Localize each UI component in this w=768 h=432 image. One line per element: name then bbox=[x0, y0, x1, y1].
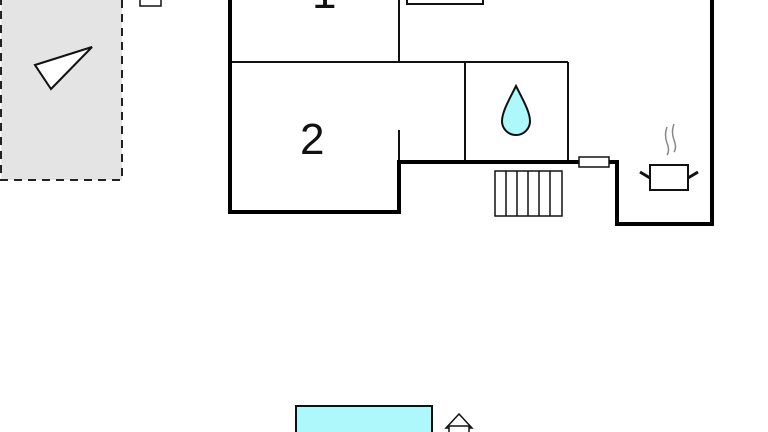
small-fixture bbox=[139, 0, 162, 7]
water-drop-icon bbox=[500, 83, 532, 136]
outer-walls bbox=[228, 0, 580, 214]
house-icon bbox=[444, 412, 474, 432]
radiator-icon bbox=[494, 170, 563, 217]
pool bbox=[295, 405, 433, 432]
outer-walls-east bbox=[608, 0, 714, 226]
inner-walls bbox=[230, 0, 569, 162]
compass-triangle-icon bbox=[33, 46, 93, 91]
room-label-1: 1 bbox=[312, 0, 336, 18]
cooking-pot-icon bbox=[639, 123, 699, 191]
room-label-2: 2 bbox=[300, 115, 324, 164]
window-icon bbox=[578, 156, 610, 168]
terrace-area bbox=[0, 0, 123, 181]
